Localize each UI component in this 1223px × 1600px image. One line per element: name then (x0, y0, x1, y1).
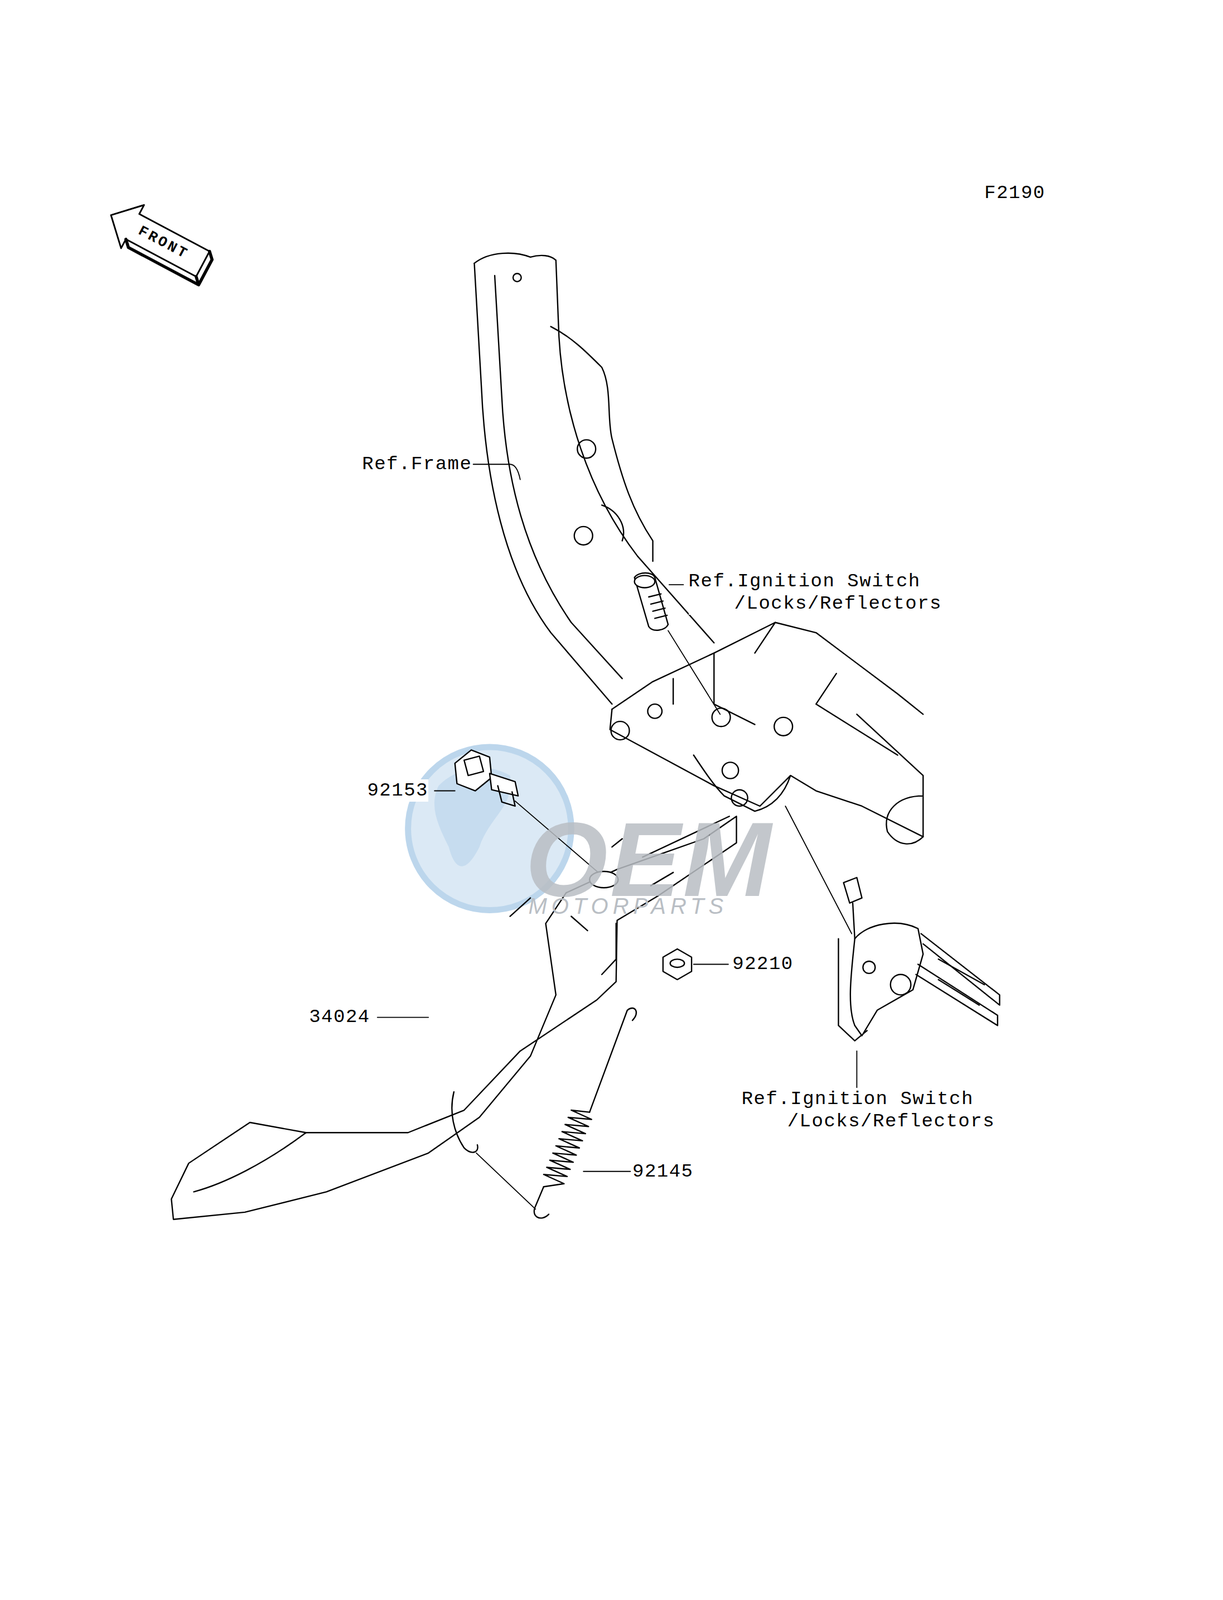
callout-number: 34024 (308, 1005, 371, 1028)
front-arrow (99, 193, 220, 289)
frame (474, 253, 923, 844)
reference-label: Ref.Ignition Switch /Locks/Reflectors (741, 1087, 1011, 1133)
callout-number: 92153 (366, 779, 429, 802)
spring (476, 1007, 637, 1218)
reference-label: Ref.Ignition Switch /Locks/Reflectors (688, 569, 958, 615)
drawing-number: F2190 (984, 181, 1046, 205)
callout-number: 92145 (632, 1159, 694, 1183)
sidestand-switch (785, 805, 1000, 1041)
reference-label: Ref.Frame (361, 452, 472, 476)
callout-number: 92210 (732, 952, 794, 975)
nut (663, 948, 692, 980)
watermark: MOTORPARTS (528, 893, 728, 918)
